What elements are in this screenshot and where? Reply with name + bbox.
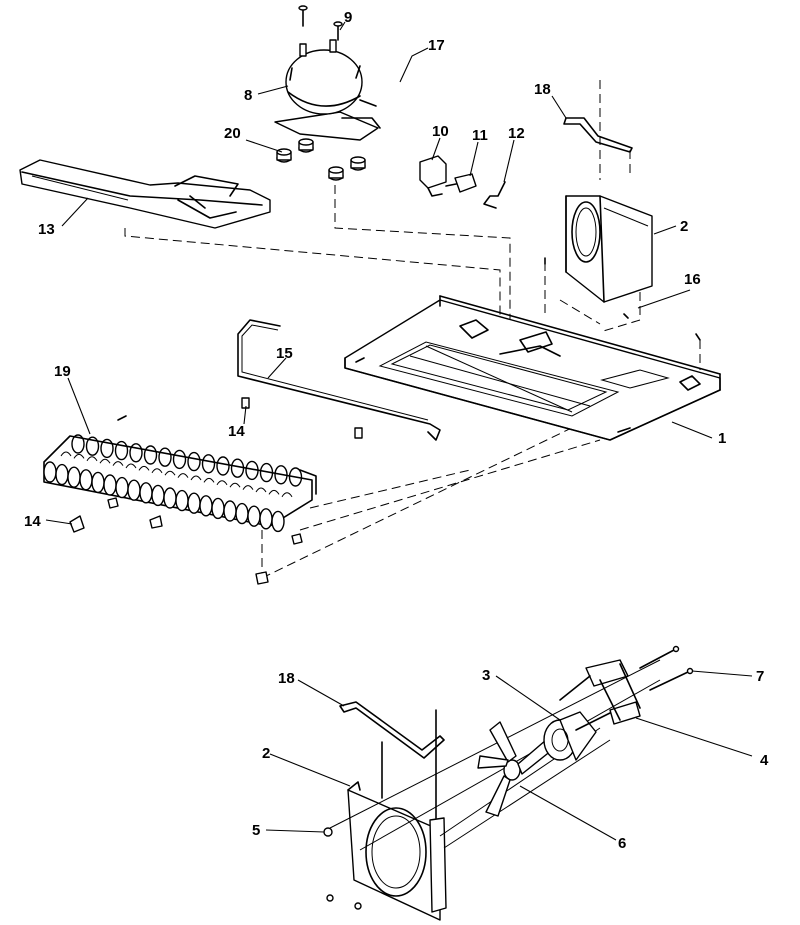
callout-18-bottom: 18	[278, 670, 295, 687]
callout-8: 8	[244, 87, 252, 104]
grommets-part-14-upper	[241, 397, 363, 439]
screws-part-16	[544, 257, 701, 341]
motor-bracket-part-4	[559, 659, 641, 725]
callout-10: 10	[432, 123, 449, 140]
screws-part-9	[298, 5, 343, 41]
callout-1: 1	[718, 430, 726, 447]
fan-shroud-part-2-top	[565, 195, 653, 303]
motor-part-3	[543, 711, 613, 761]
grommets-part-20	[276, 138, 366, 181]
callout-7: 7	[756, 668, 764, 685]
callout-labels: 1 2 2 3 4 5 6 7 8 9 10 11 12 13 14 14 15…	[24, 9, 769, 852]
compressor-part-8	[274, 39, 381, 141]
callout-6: 6	[618, 835, 626, 852]
screws-part-7	[639, 645, 694, 691]
condenser-coil-part-19	[43, 415, 317, 533]
callout-19: 19	[54, 363, 71, 380]
callout-12: 12	[508, 125, 525, 142]
grommets-part-14-lower	[69, 497, 303, 585]
callout-17: 17	[428, 37, 445, 54]
callout-15: 15	[276, 345, 293, 362]
callout-11: 11	[472, 127, 488, 144]
leader-lines	[45, 21, 753, 841]
relay-part-10	[419, 155, 447, 197]
callout-2-bottom: 2	[262, 745, 270, 762]
callout-18-top: 18	[534, 81, 551, 98]
assembly-dashed-lines	[124, 80, 701, 579]
overload-part-11	[445, 173, 477, 193]
callout-13: 13	[38, 221, 55, 238]
callout-2-top: 2	[680, 218, 688, 235]
callout-14-lower: 14	[24, 513, 41, 530]
callout-4: 4	[760, 752, 769, 769]
fan-blade-part-6	[477, 721, 553, 817]
screws-part-5	[323, 827, 362, 910]
callout-16: 16	[684, 271, 701, 288]
bracket-part-18-top	[563, 117, 633, 153]
tube-part-15	[237, 319, 441, 441]
callout-5: 5	[252, 822, 260, 839]
callout-9: 9	[344, 9, 352, 26]
drain-pan-part-13	[19, 159, 271, 229]
base-pan-part-1	[344, 295, 721, 441]
bracket-part-18-bottom	[339, 701, 445, 759]
callout-14-upper: 14	[228, 423, 245, 440]
clip-part-12	[483, 181, 506, 209]
callout-20: 20	[224, 125, 241, 142]
callout-3: 3	[482, 667, 490, 684]
fan-shroud-part-2-bottom	[347, 709, 447, 921]
